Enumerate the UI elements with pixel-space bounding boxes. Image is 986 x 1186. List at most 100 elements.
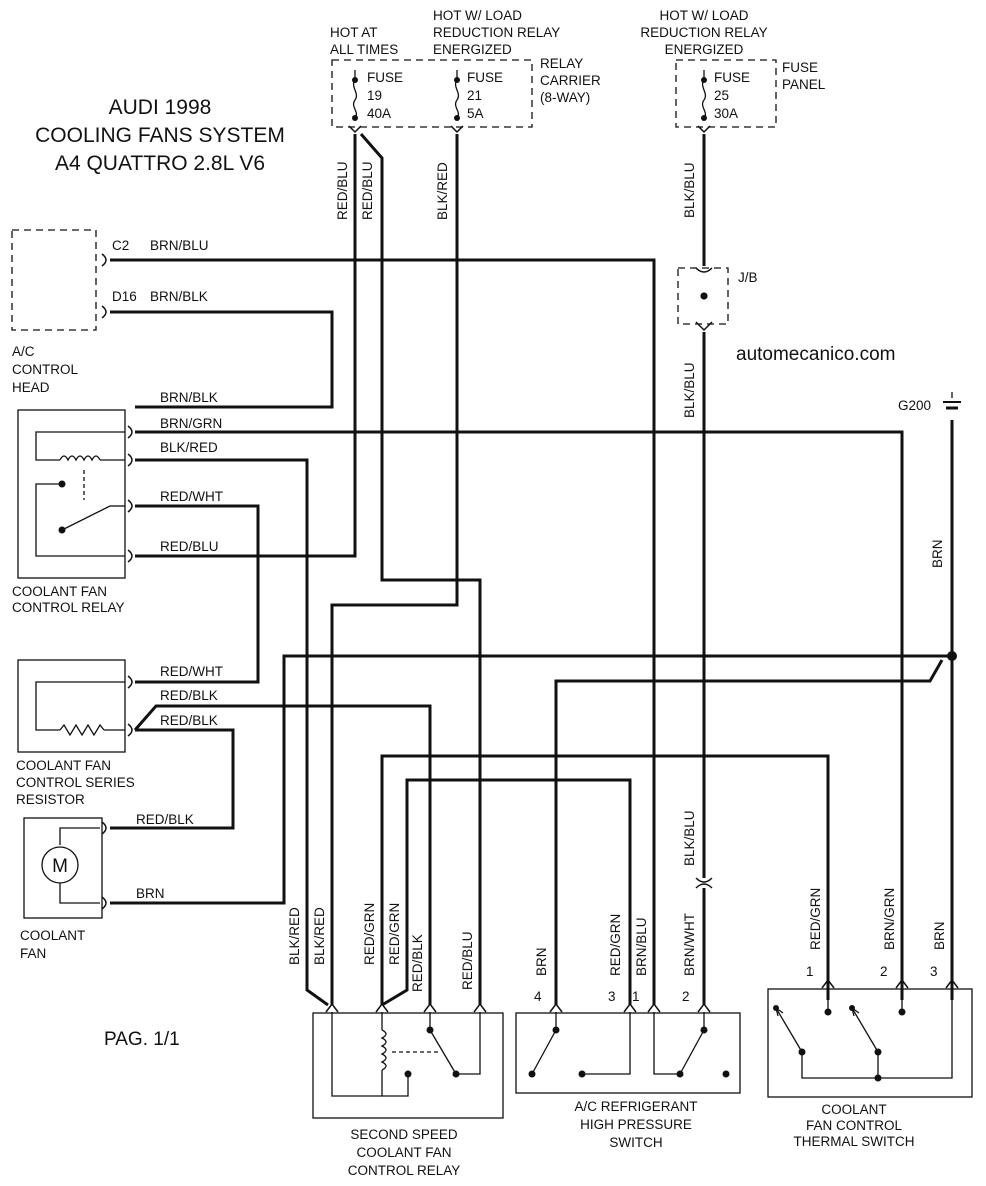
ts-pin-2: 2 xyxy=(880,964,888,979)
motor-symbol: M xyxy=(52,856,68,877)
source-labels: HOT AT ALL TIMES HOT W/ LOAD REDUCTION R… xyxy=(330,8,826,105)
ts-line-3: THERMAL SWITCH xyxy=(794,1134,915,1149)
fuse-21-rating: 5A xyxy=(467,106,484,121)
page-label: PAG. 1/1 xyxy=(104,1029,180,1050)
resistor-line-2: CONTROL SERIES xyxy=(16,775,135,790)
ssr-line-3: CONTROL RELAY xyxy=(348,1163,461,1178)
wire-label-relay-brn-blk: BRN/BLK xyxy=(160,390,218,405)
fuse-19-rating: 40A xyxy=(367,106,391,121)
wire-label-fuse19-a: RED/BLU xyxy=(335,161,350,220)
second-speed-relay: SECOND SPEED COOLANT FAN CONTROL RELAY xyxy=(312,1002,504,1178)
hot-load-relay-1-line-2: REDUCTION RELAY xyxy=(433,25,560,40)
hot-load-relay-2-line-2: REDUCTION RELAY xyxy=(640,25,767,40)
wire-label-resistor-red-wht: RED/WHT xyxy=(160,664,223,679)
fuse-25: FUSE 25 30A xyxy=(697,70,750,134)
wire-label-jb-out: BLK/BLU xyxy=(682,362,697,418)
wire-label-ssr-blk-red-2: BLK/RED xyxy=(312,907,327,965)
ground-label: G200 xyxy=(898,398,931,413)
relay-carrier-line-2: CARRIER xyxy=(540,73,601,88)
wire-label-ts-pin3: BRN xyxy=(932,921,947,950)
fuse-21: FUSE 21 5A xyxy=(450,70,503,134)
ssr-line-2: COOLANT FAN xyxy=(356,1145,451,1160)
wire-label-ssr-blk-red-1: BLK/RED xyxy=(287,907,302,965)
fuse-19-label: FUSE xyxy=(367,70,403,85)
wire-label-pressure-feed: BLK/BLU xyxy=(682,810,697,866)
wire-label-ps-pin3: RED/GRN xyxy=(608,914,623,976)
ac-control-head-line-2: CONTROL xyxy=(12,362,78,377)
ps-pin-1: 1 xyxy=(632,989,640,1004)
title-line-3: A4 QUATTRO 2.8L V6 xyxy=(55,152,265,175)
wire-label-resistor-red-blk-2: RED/BLK xyxy=(160,713,218,728)
fuse-21-label: FUSE xyxy=(467,70,503,85)
ps-pin-4: 4 xyxy=(534,989,542,1004)
wire-label-relay-red-wht: RED/WHT xyxy=(160,489,223,504)
diagram-title: AUDI 1998 COOLING FANS SYSTEM A4 QUATTRO… xyxy=(35,96,285,175)
wire-label-fuse21: BLK/RED xyxy=(435,162,450,220)
pin-numbers: 4 3 1 2 1 2 3 xyxy=(534,964,938,1004)
wire-label-ps-pin2: BRN/WHT xyxy=(682,913,697,976)
ps-pin-2: 2 xyxy=(682,989,690,1004)
wire-label-ssr-red-grn-2: RED/GRN xyxy=(387,903,402,965)
fuse-19-number: 19 xyxy=(367,88,382,103)
thermal-switch: COOLANT FAN CONTROL THERMAL SWITCH xyxy=(767,978,973,1149)
fuse-panel-line-1: FUSE xyxy=(782,60,818,75)
resistor-line-1: COOLANT FAN xyxy=(16,758,111,773)
junction-block: J/B xyxy=(677,267,758,332)
hot-load-relay-2-line-1: HOT W/ LOAD xyxy=(659,8,748,23)
control-relay-line-1: COOLANT FAN xyxy=(12,584,107,599)
fuse-panel-box xyxy=(675,59,777,128)
fuse-25-rating: 30A xyxy=(714,106,738,121)
jb-splice xyxy=(700,292,708,300)
ac-control-head-line-1: A/C xyxy=(12,344,35,359)
lower-wire-labels: BLK/RED BLK/RED RED/GRN RED/GRN RED/BLK … xyxy=(287,888,947,992)
fuse-19: FUSE 19 40A xyxy=(348,70,403,134)
wiring-harness xyxy=(110,133,954,1007)
watermark: automecanico.com xyxy=(736,344,895,365)
wire-label-ssr-red-grn-1: RED/GRN xyxy=(362,903,377,965)
wire-label-relay-red-blu: RED/BLU xyxy=(160,539,219,554)
hot-load-relay-1-line-3: ENERGIZED xyxy=(433,42,512,57)
ps-line-3: SWITCH xyxy=(609,1135,662,1150)
ts-line-1: COOLANT xyxy=(821,1102,886,1117)
coolant-fan-control-relay: COOLANT FAN CONTROL RELAY xyxy=(12,409,133,615)
fuse-panel-line-2: PANEL xyxy=(782,77,826,92)
wire-label-ssr-red-blu: RED/BLU xyxy=(460,931,475,990)
coolant-fan: M COOLANT FAN xyxy=(20,817,107,961)
fuse-25-label: FUSE xyxy=(714,70,750,85)
wire-label-fan-brn: BRN xyxy=(136,886,165,901)
ac-control-head-line-3: HEAD xyxy=(12,380,50,395)
ts-pin-3: 3 xyxy=(930,964,938,979)
connector-c2: C2 xyxy=(112,238,129,253)
wire-label-d16: BRN/BLK xyxy=(150,289,208,304)
wire-label-ssr-red-blk: RED/BLK xyxy=(410,934,425,992)
wire-label-ts-pin2: BRN/GRN xyxy=(882,888,897,950)
wire-label-ts-pin1: RED/GRN xyxy=(808,888,823,950)
coolant-fan-line-1: COOLANT xyxy=(20,928,85,943)
connector-d16: D16 xyxy=(112,289,137,304)
ac-pressure-switch: A/C REFRIGERANT HIGH PRESSURE SWITCH xyxy=(515,1002,741,1150)
ps-pin-3: 3 xyxy=(608,989,616,1004)
junction-block-label: J/B xyxy=(738,270,758,285)
hot-at-all-times-line-2: ALL TIMES xyxy=(330,42,398,57)
wire-label-ground-brn: BRN xyxy=(930,539,945,568)
relay-carrier-box xyxy=(331,59,533,128)
wire-label-ps-pin1: BRN/BLU xyxy=(634,917,649,976)
fuse-25-number: 25 xyxy=(714,88,729,103)
ac-control-head: C2 D16 BRN/BLU BRN/BLK A/C CONTROL HEAD xyxy=(11,229,209,395)
wire-label-fuse25: BLK/BLU xyxy=(682,162,697,218)
relay-carrier-line-1: RELAY xyxy=(540,56,583,71)
relay-carrier-line-3: (8-WAY) xyxy=(540,90,590,105)
title-line-1: AUDI 1998 xyxy=(109,96,212,119)
ts-line-2: FAN CONTROL xyxy=(806,1118,903,1133)
wire-label-fan-red-blk: RED/BLK xyxy=(136,812,194,827)
hot-at-all-times-line-1: HOT AT xyxy=(330,25,378,40)
ground-g200: G200 xyxy=(898,392,961,413)
resistor-line-3: RESISTOR xyxy=(16,792,85,807)
ps-line-1: A/C REFRIGERANT xyxy=(574,1099,697,1114)
hot-load-relay-2-line-3: ENERGIZED xyxy=(665,42,744,57)
ground-splice xyxy=(947,651,957,661)
wire-label-relay-blk-red: BLK/RED xyxy=(160,440,218,455)
wire-label-c2: BRN/BLU xyxy=(150,238,209,253)
coolant-fan-series-resistor: COOLANT FAN CONTROL SERIES RESISTOR xyxy=(16,659,135,807)
